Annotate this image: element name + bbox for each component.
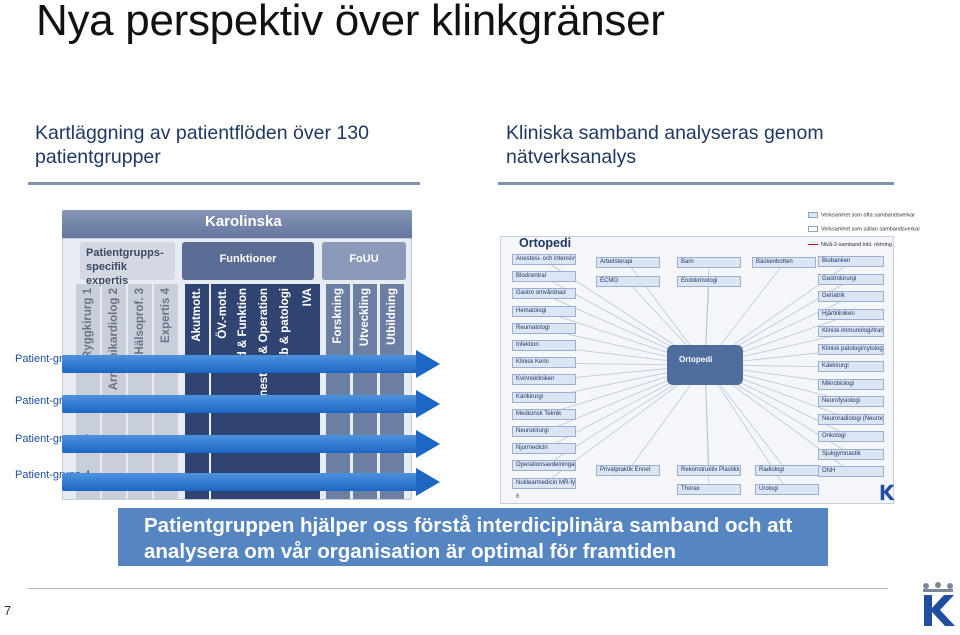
group-functions: Funktioner xyxy=(182,242,314,280)
network-node: Sjukgymnastik xyxy=(818,448,884,460)
matrix-column-label: Utveckling xyxy=(359,288,371,347)
network-hub: Ortopedi xyxy=(667,345,743,385)
legend-item: Verksamhet som sällan sambandsverkar xyxy=(808,226,920,233)
network-node: Neurokirurgi xyxy=(512,426,576,437)
matrix-column: IVA xyxy=(296,284,320,499)
matrix-column: Utveckling xyxy=(353,284,377,499)
network-node: Kärlkirurgi xyxy=(512,391,576,403)
matrix-column: Forskning xyxy=(326,284,350,499)
network-node: Klinisk Kemi xyxy=(512,357,576,369)
network-legend: Verksamhet som ofta sambandsverkar Verks… xyxy=(808,212,920,256)
matrix-column-label: Utbildning xyxy=(386,288,398,345)
karolinska-label: Karolinska xyxy=(205,213,282,230)
group-fouu: FoUU xyxy=(322,242,406,280)
callout-banner: Patientgruppen hjälper oss förstå interd… xyxy=(118,508,828,566)
matrix-column-label: Expertis 4 xyxy=(160,288,172,343)
network-node: Medicinsk Teknik xyxy=(512,408,576,420)
matrix-column: Ryggkirurg 1 xyxy=(76,284,100,499)
page-number: 7 xyxy=(4,603,12,618)
footer-rule xyxy=(28,588,888,589)
network-node: Kvinnokliniken xyxy=(512,374,576,386)
network-node: Endokrinologi xyxy=(677,276,741,287)
network-node: Blodcentral xyxy=(512,271,576,283)
network-node: ÖNH xyxy=(818,466,884,477)
network-node: Arbetsterapi xyxy=(596,257,660,268)
network-footnote: 6 xyxy=(516,494,520,500)
network-node: Käkkirurgi xyxy=(818,361,884,372)
matrix-column-label: Ryggkirurg 1 xyxy=(82,288,94,359)
patient-flow-arrow xyxy=(62,468,440,496)
patient-flow-arrow xyxy=(62,430,440,458)
matrix-column: Hälsoprof. 3 xyxy=(128,284,152,499)
network-title: Ortopedi xyxy=(519,236,572,250)
network-node: Neurofysiologi xyxy=(818,396,884,407)
network-node: Hematologi xyxy=(512,305,576,317)
matrix-column-label: Forskning xyxy=(332,288,344,344)
matrix-column: Expertis 4 xyxy=(154,284,178,499)
left-heading: Kartläggning av patientflöden över 130 p… xyxy=(35,122,369,168)
patient-flow-arrow xyxy=(62,350,440,378)
network-node: Rekonstruktiv Plastikkirurgi xyxy=(677,465,741,476)
matrix-column-label: ÖV.-mott. xyxy=(217,288,229,339)
network-node: Privatpraktik Ennet xyxy=(596,465,660,476)
matrix-column: Anestesi & Operation xyxy=(252,284,276,499)
matrix-column: Utbildning xyxy=(380,284,404,499)
network-node: Gastro omvårdnad xyxy=(512,288,576,300)
network-node: Gastrokirurgi xyxy=(818,273,884,285)
matrix-column-label: Akutmott. xyxy=(191,288,203,342)
right-heading-rule xyxy=(498,182,894,185)
slide-title: Nya perspektiv över klinkgränser xyxy=(36,0,665,45)
network-node: Onkologi xyxy=(818,431,884,442)
network-node: Geriatrik xyxy=(818,291,884,302)
matrix-column-label: IVA xyxy=(302,288,314,307)
matrix-column: Akutmott. xyxy=(185,284,209,499)
matrix-column: Lab & patologi xyxy=(273,284,297,499)
network-node: Operationsavdelningar xyxy=(512,460,576,472)
matrix-column-label: Anestesi & Operation xyxy=(258,288,270,405)
matrix-column: Bild & Funktion xyxy=(231,284,255,499)
network-node: Reumatologi xyxy=(512,322,576,334)
network-node: Infektion xyxy=(512,340,576,351)
right-heading: Kliniska samband analyseras genom nätver… xyxy=(506,122,824,168)
legend-item: Nivå-2-samband inkl. riktning xyxy=(808,242,892,249)
karolinska-logo-icon xyxy=(880,484,895,501)
network-node: Anestesi- och intensivvård xyxy=(512,254,576,265)
legend-item: Verksamhet som ofta sambandsverkar xyxy=(808,212,915,219)
karolinska-logo-icon xyxy=(923,582,955,626)
network-node: Bäckenbotten xyxy=(752,257,816,268)
group-specific-expertise: Patientgrupps-specifik expertis xyxy=(80,242,175,287)
network-node: Hjärtkliniken xyxy=(818,308,884,320)
network-node: Mikrobiologi xyxy=(818,378,884,390)
network-node: Klinisk immunologi/transfusionsmedicin xyxy=(818,326,884,337)
network-node: Urologi xyxy=(755,484,819,495)
network-node: Radiologi xyxy=(755,465,819,476)
matrix-column: Arrytmikardiolog 2 xyxy=(102,284,126,499)
patient-flow-arrow xyxy=(62,390,440,418)
network-node: Barn xyxy=(677,257,741,268)
network-node: Klinisk patologi/cytologi xyxy=(818,343,884,355)
network-node: Nuklearmedicin MR-fysik röntgen-fysik st… xyxy=(512,477,576,489)
network-node: ECMO xyxy=(596,276,660,287)
matrix-column-label: Hälsoprof. 3 xyxy=(134,288,146,355)
network-node: Neuroradiologi (Neurocentrum) xyxy=(818,413,884,425)
network-node: Thorax xyxy=(677,484,741,495)
network-node: Biobanken xyxy=(818,256,884,267)
left-heading-rule xyxy=(28,182,420,185)
network-node: Njurmedicin xyxy=(512,443,576,455)
